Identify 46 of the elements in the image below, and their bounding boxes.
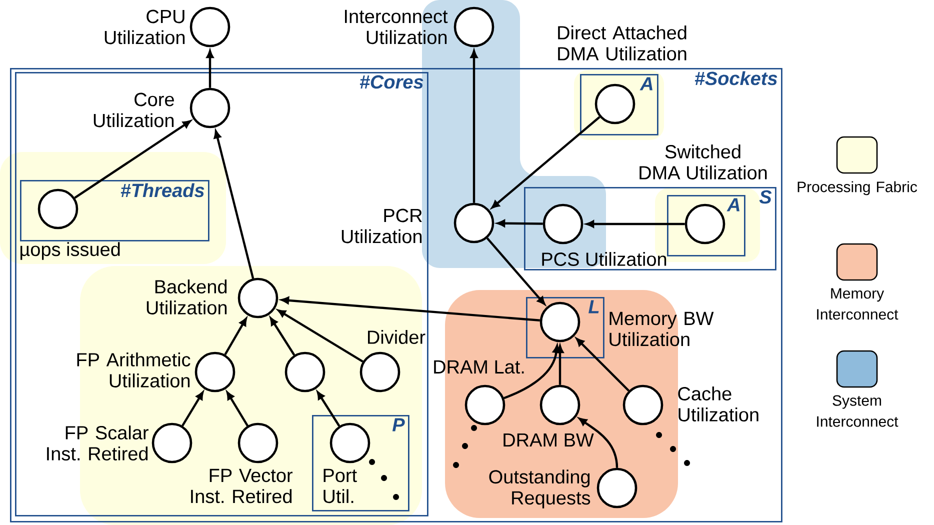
arrow bbox=[224, 318, 247, 356]
node-label: µops issued bbox=[20, 242, 120, 260]
node-label: Core Utilization bbox=[94, 92, 174, 128]
node-label: CPU Utilization bbox=[104, 10, 185, 44]
node-label: DRAM BW bbox=[504, 433, 594, 447]
arrow bbox=[226, 392, 248, 426]
arrow bbox=[270, 317, 296, 356]
node-label: Port Util. bbox=[324, 468, 357, 504]
legend-label: Processing Fabric bbox=[798, 181, 918, 196]
arrow bbox=[486, 238, 546, 305]
node-label: Cache Utilization bbox=[678, 386, 758, 422]
group-box: #Threads bbox=[20, 180, 210, 242]
circle-node bbox=[284, 352, 326, 392]
arrow bbox=[316, 391, 340, 427]
arrow bbox=[182, 392, 204, 426]
node-label: Memory BW Utilization bbox=[610, 312, 714, 346]
arrow bbox=[504, 345, 560, 400]
arrow bbox=[586, 220, 685, 228]
arrow bbox=[470, 50, 478, 203]
arrow bbox=[74, 120, 191, 199]
node-label: FP Arithmetic Utilization bbox=[77, 352, 190, 388]
node-label: FP Vector Inst. Retired bbox=[191, 468, 292, 504]
node-label: Direct Attached DMA Utilization bbox=[558, 26, 686, 60]
arrow bbox=[556, 345, 564, 385]
arrow bbox=[206, 50, 214, 88]
node-label: Switched DMA Utilization bbox=[640, 144, 767, 180]
arrow bbox=[281, 296, 540, 322]
node-label: PCS Utilization bbox=[542, 252, 666, 266]
arrow bbox=[578, 418, 618, 468]
node-label: Backend Utilization bbox=[146, 280, 227, 314]
node-label: FP Scalar Inst. Retired bbox=[47, 426, 148, 460]
node-label: DRAM Lat. bbox=[434, 360, 524, 374]
arrow bbox=[497, 220, 543, 227]
node-label: PCR Utilization bbox=[342, 208, 422, 244]
arrow bbox=[214, 130, 254, 279]
group-box: L bbox=[526, 297, 604, 358]
group-box: A bbox=[667, 195, 746, 256]
legend-label: System Interconnect bbox=[817, 395, 898, 427]
arrow bbox=[492, 116, 600, 208]
arrow bbox=[576, 338, 630, 392]
arrow bbox=[278, 310, 364, 362]
node-label: Divider bbox=[368, 330, 426, 344]
group-box: A bbox=[580, 74, 658, 136]
node-label: Interconnect Utilization bbox=[345, 10, 448, 44]
node-label: Outstanding Requests bbox=[489, 470, 590, 508]
legend-label: Memory Interconnect bbox=[817, 288, 898, 320]
